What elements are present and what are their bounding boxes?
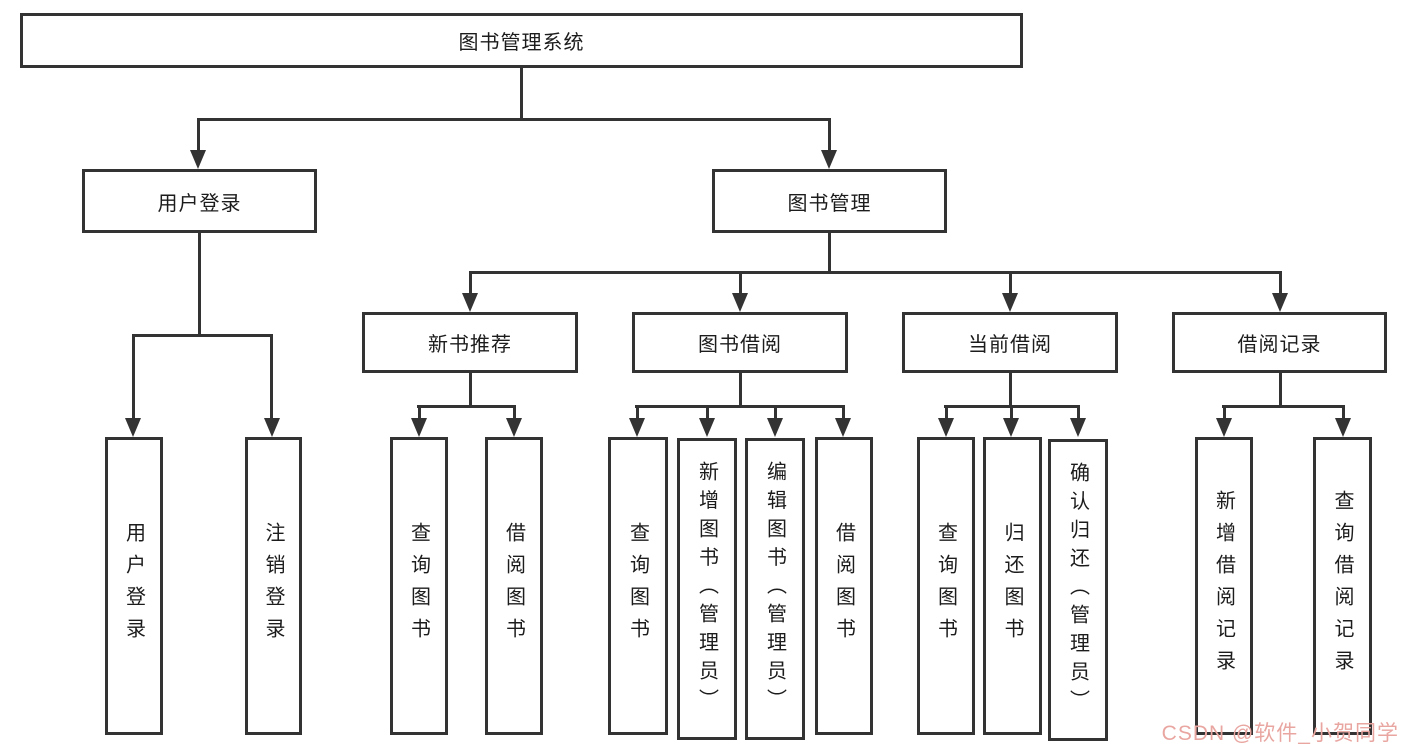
arrow-down-icon — [821, 150, 837, 169]
leaf-confirm-return-admin: 确认归还（管理员） — [1048, 439, 1108, 741]
connector-line — [945, 405, 948, 420]
node-book-management-label: 图书管理 — [787, 192, 872, 215]
leaf-query-books-recommend: 查询图书 — [390, 437, 448, 735]
arrow-down-icon — [1216, 418, 1232, 437]
connector-line — [417, 405, 516, 408]
leaf-edit-books-admin: 编辑图书（管理员） — [745, 438, 805, 740]
connector-line — [1009, 373, 1012, 408]
leaf-query-books-current: 查询图书 — [917, 437, 975, 735]
node-borrowing-records: 借阅记录 — [1172, 312, 1387, 373]
connector-line — [1009, 271, 1012, 295]
arrow-down-icon — [699, 418, 715, 437]
connector-line — [198, 233, 201, 336]
leaf-user-login-label: 用户登录 — [122, 522, 145, 650]
leaf-logout-label: 注销登录 — [262, 522, 284, 650]
leaf-query-borrow-record-label: 查询借阅记录 — [1331, 490, 1353, 682]
arrow-down-icon — [506, 418, 522, 437]
leaf-logout: 注销登录 — [245, 437, 302, 735]
arrow-down-icon — [1002, 293, 1018, 312]
connector-line — [1077, 405, 1080, 420]
connector-line — [636, 405, 639, 420]
connector-line — [1279, 271, 1282, 295]
node-new-book-recommend: 新书推荐 — [362, 312, 578, 373]
leaf-borrow-books-recommend: 借阅图书 — [485, 437, 543, 735]
connector-line — [1342, 405, 1345, 420]
leaf-confirm-return-admin-label: 确认归还（管理员） — [1066, 462, 1089, 718]
leaf-add-books-admin-label: 新增图书（管理员） — [695, 461, 718, 717]
connector-line — [418, 405, 421, 420]
node-new-book-recommend-label: 新书推荐 — [428, 334, 512, 356]
connector-line — [706, 405, 709, 420]
leaf-return-books-label: 归还图书 — [1001, 522, 1023, 650]
arrow-down-icon — [629, 418, 645, 437]
leaf-return-books: 归还图书 — [983, 437, 1042, 735]
node-book-management: 图书管理 — [712, 169, 947, 233]
leaf-query-borrow-record: 查询借阅记录 — [1313, 437, 1372, 735]
node-book-borrowing: 图书借阅 — [632, 312, 848, 373]
arrow-down-icon — [462, 293, 478, 312]
leaf-query-books-recommend-label: 查询图书 — [407, 522, 430, 650]
leaf-add-borrow-record: 新增借阅记录 — [1195, 437, 1253, 735]
connector-line — [774, 405, 777, 420]
connector-line — [635, 405, 845, 408]
connector-line — [739, 271, 742, 295]
connector-line — [469, 271, 1282, 274]
leaf-query-books-borrowing: 查询图书 — [608, 437, 668, 735]
node-current-borrowing: 当前借阅 — [902, 312, 1118, 373]
leaf-borrow-books-recommend-label: 借阅图书 — [502, 522, 525, 650]
connector-line — [1222, 405, 1345, 408]
connector-line — [132, 334, 273, 337]
leaf-query-books-current-label: 查询图书 — [934, 522, 957, 650]
arrow-down-icon — [732, 293, 748, 312]
node-root-label: 图书管理系统 — [458, 32, 585, 54]
connector-line — [513, 405, 516, 420]
arrow-down-icon — [264, 418, 280, 437]
leaf-edit-books-admin-label: 编辑图书（管理员） — [763, 461, 786, 717]
node-root: 图书管理系统 — [20, 13, 1023, 68]
connector-line — [469, 271, 472, 295]
leaf-add-books-admin: 新增图书（管理员） — [677, 438, 737, 740]
connector-line — [197, 118, 831, 121]
connector-line — [739, 373, 742, 408]
node-book-borrowing-label: 图书借阅 — [698, 334, 782, 356]
connector-line — [828, 118, 831, 154]
arrow-down-icon — [1335, 418, 1351, 437]
connector-line — [132, 334, 135, 420]
arrow-down-icon — [1070, 418, 1086, 437]
node-borrowing-records-label: 借阅记录 — [1237, 334, 1322, 356]
csdn-watermark: CSDN @软件_小贺同学 — [1161, 722, 1399, 745]
arrow-down-icon — [835, 418, 851, 437]
connector-line — [842, 405, 845, 420]
connector-line — [469, 373, 472, 408]
connector-line — [197, 118, 200, 154]
leaf-borrow-books-label: 借阅图书 — [832, 522, 855, 650]
node-user-login: 用户登录 — [82, 169, 317, 233]
connector-line — [270, 334, 273, 420]
node-user-login-label: 用户登录 — [157, 192, 242, 215]
leaf-borrow-books: 借阅图书 — [815, 437, 873, 735]
arrow-down-icon — [938, 418, 954, 437]
connector-line — [1223, 405, 1226, 420]
connector-line — [828, 233, 831, 273]
connector-line — [1010, 405, 1013, 420]
connector-line — [520, 68, 523, 120]
arrow-down-icon — [125, 418, 141, 437]
arrow-down-icon — [1272, 293, 1288, 312]
connector-line — [1279, 373, 1282, 408]
arrow-down-icon — [767, 418, 783, 437]
arrow-down-icon — [190, 150, 206, 169]
arrow-down-icon — [411, 418, 427, 437]
arrow-down-icon — [1003, 418, 1019, 437]
leaf-add-borrow-record-label: 新增借阅记录 — [1212, 490, 1235, 682]
leaf-user-login: 用户登录 — [105, 437, 163, 735]
node-current-borrowing-label: 当前借阅 — [968, 334, 1052, 356]
leaf-query-books-borrowing-label: 查询图书 — [626, 522, 649, 650]
